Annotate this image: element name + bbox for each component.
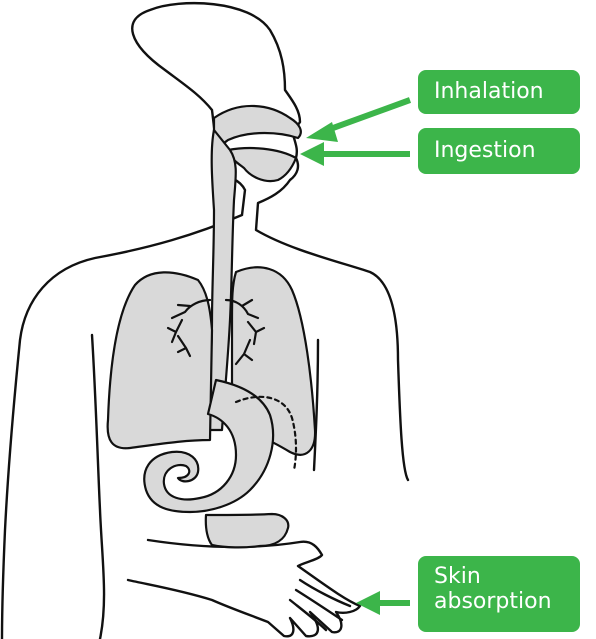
intestines: [206, 514, 289, 547]
forearm-hand: [128, 540, 360, 636]
skin-absorption-label: Skin absorption: [418, 556, 580, 632]
left-lung: [108, 272, 212, 448]
torso-right-line: [314, 340, 318, 470]
inhalation-label: Inhalation: [418, 70, 580, 114]
ingestion-label: Ingestion: [418, 128, 580, 174]
arrow-left-icon: [356, 591, 380, 615]
inhalation-arrow-shaft: [322, 100, 410, 132]
oral-cavity: [228, 148, 296, 181]
arrow-left-icon: [300, 142, 324, 166]
torso-left-line: [92, 335, 104, 639]
